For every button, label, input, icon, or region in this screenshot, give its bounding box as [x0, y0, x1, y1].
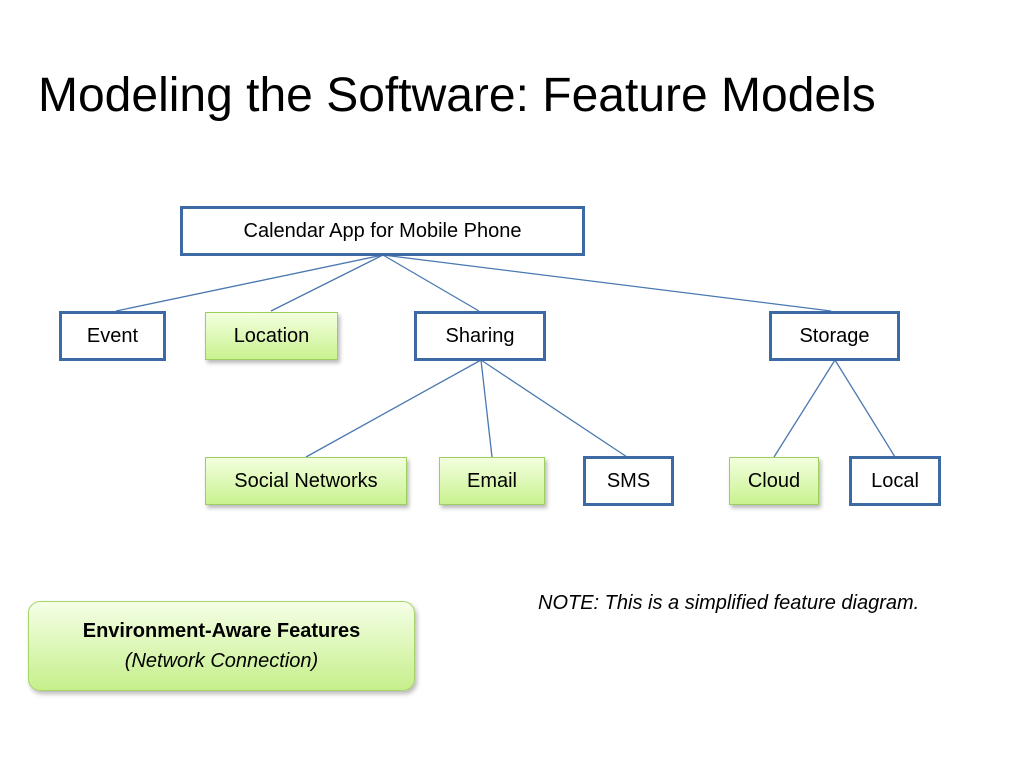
- node-storage: Storage: [769, 311, 900, 361]
- edge-sharing-sms: [480, 359, 628, 458]
- legend-heading: Environment-Aware Features: [82, 620, 361, 642]
- node-cloud: Cloud: [729, 457, 819, 505]
- slide-title: Modeling the Software: Feature Models: [38, 69, 876, 122]
- node-social-networks: Social Networks: [205, 457, 407, 505]
- edge-sharing-email: [480, 359, 493, 458]
- node-sms: SMS: [583, 456, 674, 506]
- node-sharing: Sharing: [414, 311, 546, 361]
- node-location: Location: [205, 312, 338, 360]
- node-local: Local: [849, 456, 941, 506]
- diagram-note: NOTE: This is a simplified feature diagr…: [538, 592, 920, 614]
- edge-root-location: [270, 254, 384, 312]
- edge-storage-local: [834, 359, 896, 458]
- edge-root-event: [115, 254, 384, 312]
- legend-subheading: (Network Connection): [124, 650, 319, 672]
- node-calendar-app: Calendar App for Mobile Phone: [180, 206, 585, 256]
- edge-sharing-social-networks: [305, 359, 482, 458]
- edge-root-sharing: [382, 254, 480, 312]
- node-email: Email: [439, 457, 545, 505]
- edge-storage-cloud: [773, 359, 836, 458]
- node-event: Event: [59, 311, 166, 361]
- edge-root-storage: [382, 254, 832, 312]
- legend-box: Environment-Aware Features (Network Conn…: [28, 601, 415, 691]
